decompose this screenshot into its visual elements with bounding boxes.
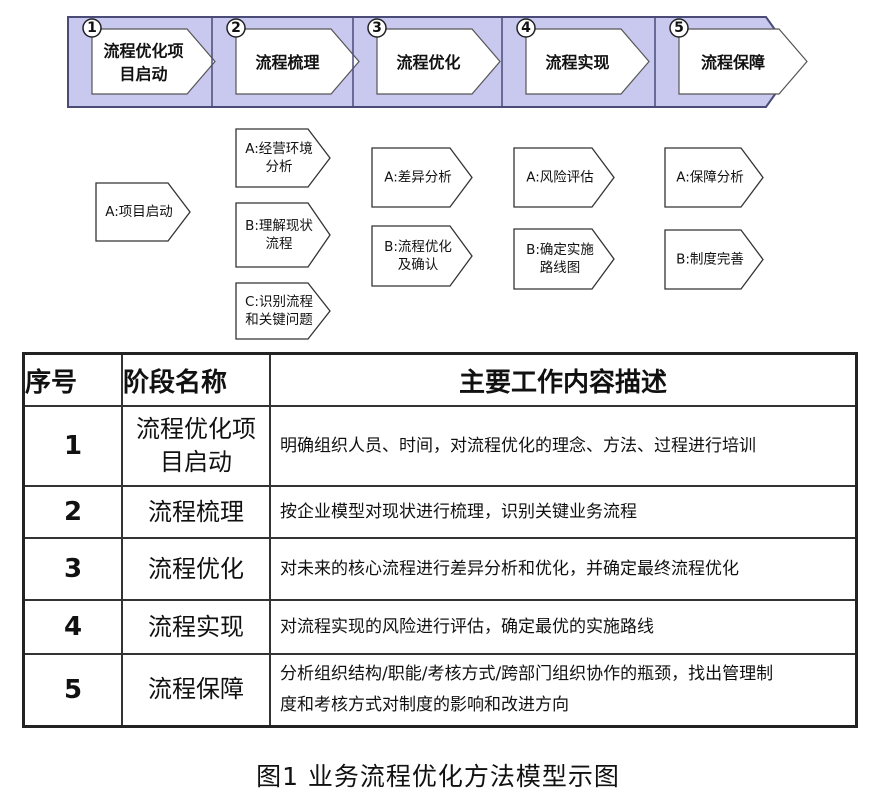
phase-number: 5 <box>674 20 684 36</box>
row-seq: 5 <box>22 653 123 727</box>
step-box <box>513 228 615 290</box>
step-label: 分析 <box>266 159 293 175</box>
description-line: 对未来的核心流程进行差异分析和优化，并确定最终流程优化 <box>280 558 739 579</box>
phase-number: 3 <box>372 20 382 36</box>
phase-number-circle <box>669 18 689 38</box>
phase-chevron-5 <box>678 28 808 95</box>
table-row: 4 流程实现 对流程实现的风险进行评估，确定最优的实施路线 <box>22 599 858 655</box>
step-label: B:流程优化 <box>384 239 452 255</box>
phase-name-line: 目启动 <box>160 448 232 476</box>
row-seq: 2 <box>22 485 123 539</box>
phase-title: 流程保障 <box>701 53 765 72</box>
step-label: A:差异分析 <box>384 170 452 186</box>
phase-title: 流程优化 <box>396 53 460 72</box>
row-seq: 1 <box>22 405 123 487</box>
phase-chevron-3 <box>376 28 501 95</box>
phase-title: 目启动 <box>119 65 167 84</box>
phase-name-line: 流程优化项 <box>136 415 256 443</box>
phase-number-circle <box>516 18 536 38</box>
description-line: 按企业模型对现状进行梳理，识别关键业务流程 <box>280 501 637 522</box>
step-box <box>371 225 473 287</box>
row-seq: 4 <box>22 599 123 655</box>
phase-number-circle <box>82 18 102 38</box>
row-phase-name: 流程实现 <box>121 599 271 655</box>
step-box <box>235 128 331 188</box>
step-box <box>664 229 764 290</box>
phase-chevron-2 <box>235 28 360 95</box>
step-label: B:制度完善 <box>676 252 744 268</box>
header-description: 主要工作内容描述 <box>269 352 858 407</box>
step-label: B:确定实施 <box>526 242 594 258</box>
step-label: C:识别流程 <box>245 294 313 310</box>
figure-caption: 图1 业务流程优化方法模型示图 <box>256 762 620 791</box>
row-description: 分析组织结构/职能/考核方式/跨部门组织协作的瓶颈，找出管理制度和考核方式对制度… <box>269 653 858 727</box>
phase-number-circle <box>367 18 387 38</box>
phase-title: 流程优化项 <box>103 42 183 61</box>
row-description: 明确组织人员、时间，对流程优化的理念、方法、过程进行培训 <box>269 405 858 487</box>
row-description: 对流程实现的风险进行评估，确定最优的实施路线 <box>269 599 858 655</box>
row-phase-name: 流程保障 <box>121 653 271 727</box>
row-phase-name: 流程梳理 <box>121 485 271 539</box>
step-box <box>664 147 764 208</box>
row-seq: 3 <box>22 537 123 601</box>
row-phase-name: 流程优化项目启动 <box>121 405 271 487</box>
phase-chevron-1 <box>91 28 216 95</box>
step-box <box>95 182 191 242</box>
phase-title: 流程实现 <box>545 53 609 72</box>
phase-number: 2 <box>231 20 241 36</box>
step-box <box>371 147 473 208</box>
step-label: A:风险评估 <box>526 170 594 186</box>
row-description: 对未来的核心流程进行差异分析和优化，并确定最终流程优化 <box>269 537 858 601</box>
description-line: 明确组织人员、时间，对流程优化的理念、方法、过程进行培训 <box>280 435 756 456</box>
step-label: 流程 <box>266 236 293 252</box>
phase-number-circle <box>226 18 246 38</box>
step-label: A:保障分析 <box>676 170 744 186</box>
header-phase-name: 阶段名称 <box>121 352 271 407</box>
step-label: 及确认 <box>398 257 439 273</box>
phase-name-line: 流程保障 <box>148 675 244 704</box>
step-box <box>513 147 615 208</box>
phase-title: 流程梳理 <box>255 53 319 72</box>
phase-chevron-4 <box>525 28 650 95</box>
phase-number: 1 <box>87 20 97 36</box>
description-line: 对流程实现的风险进行评估，确定最优的实施路线 <box>280 616 654 637</box>
table-row: 2 流程梳理 按企业模型对现状进行梳理，识别关键业务流程 <box>22 485 858 539</box>
step-label: B:理解现状 <box>245 218 313 234</box>
step-label: A:项目启动 <box>105 204 173 220</box>
step-box <box>235 282 331 340</box>
phase-name-line: 流程梳理 <box>148 497 244 526</box>
phase-name-line: 流程优化 <box>148 554 244 583</box>
step-label: 路线图 <box>540 260 581 276</box>
header-seq: 序号 <box>22 352 123 407</box>
table-row: 3 流程优化 对未来的核心流程进行差异分析和优化，并确定最终流程优化 <box>22 537 858 601</box>
step-label: 和关键问题 <box>245 312 313 328</box>
table-header-row: 序号 阶段名称 主要工作内容描述 <box>22 352 858 407</box>
phase-name-line: 流程实现 <box>148 612 244 641</box>
row-description: 按企业模型对现状进行梳理，识别关键业务流程 <box>269 485 858 539</box>
description-line: 分析组织结构/职能/考核方式/跨部门组织协作的瓶颈，找出管理制 <box>280 663 774 684</box>
step-label: A:经营环境 <box>245 141 313 157</box>
row-phase-name: 流程优化 <box>121 537 271 601</box>
phase-number: 4 <box>521 20 531 36</box>
description-line: 度和考核方式对制度的影响和改进方向 <box>280 694 569 715</box>
step-box <box>235 202 331 268</box>
